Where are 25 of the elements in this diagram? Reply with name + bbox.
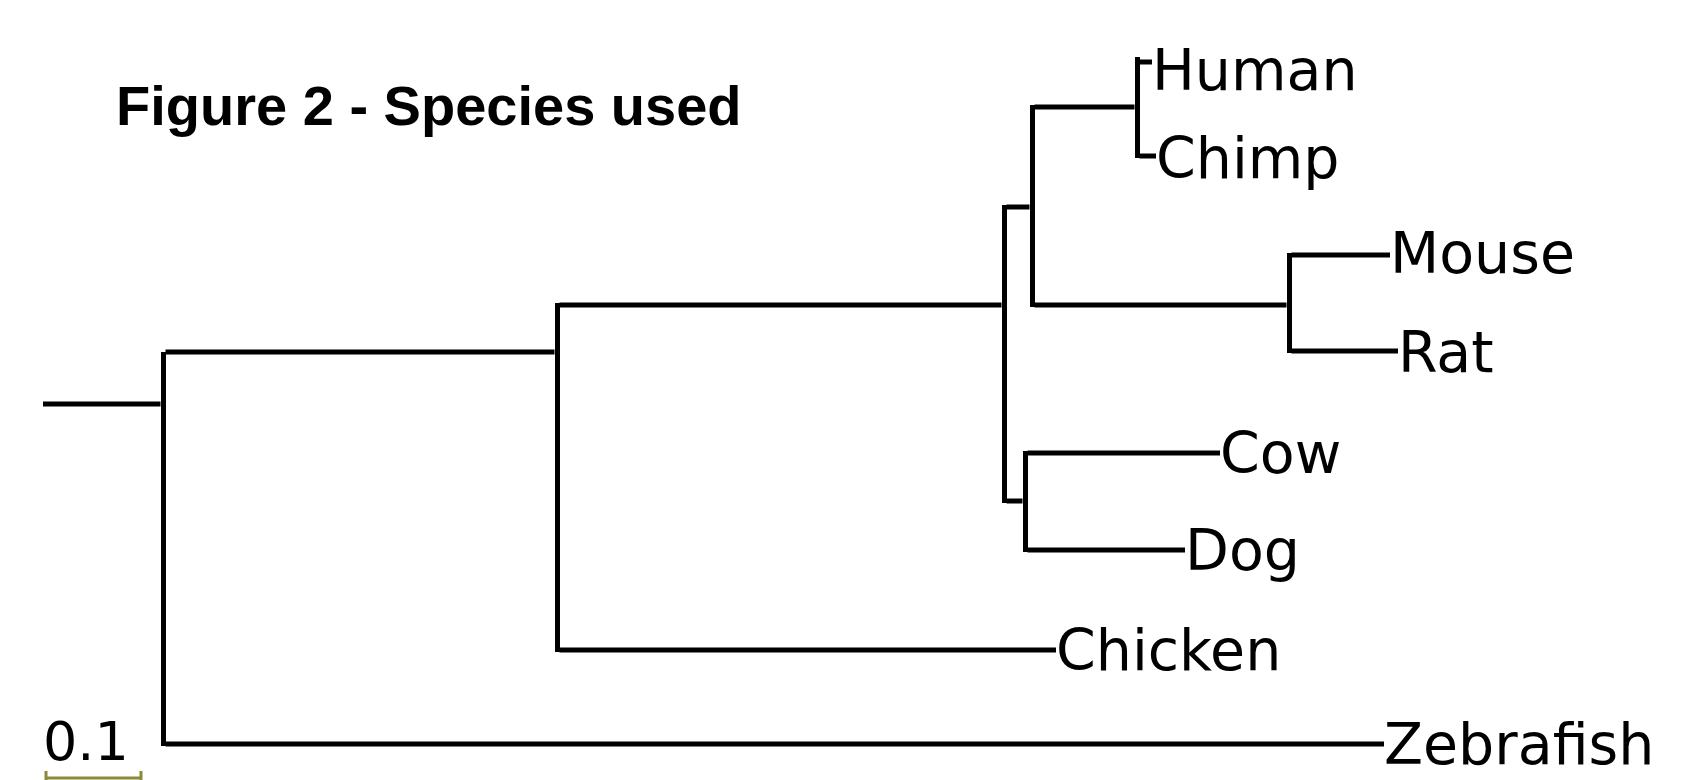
tree-branch bbox=[559, 647, 1056, 653]
species-label: Human bbox=[1152, 38, 1358, 102]
tree-branch bbox=[1291, 348, 1398, 354]
tree-branch bbox=[43, 401, 161, 407]
tree-branch bbox=[1006, 204, 1030, 210]
species-label: Dog bbox=[1185, 518, 1300, 582]
species-label: Rat bbox=[1398, 320, 1494, 384]
species-label: Mouse bbox=[1390, 221, 1575, 285]
tree-branch bbox=[1034, 302, 1287, 308]
tree-branch bbox=[1034, 104, 1135, 110]
tree-branch bbox=[1027, 450, 1220, 456]
tree-branch bbox=[1139, 59, 1152, 65]
species-label: Chicken bbox=[1056, 618, 1282, 682]
scale-label: 0.1 bbox=[43, 712, 129, 772]
tree-branch bbox=[1291, 252, 1390, 258]
species-label: Chimp bbox=[1156, 126, 1340, 190]
tree-branch bbox=[1006, 498, 1023, 504]
species-label: Cow bbox=[1220, 421, 1342, 485]
tree-branch bbox=[1139, 153, 1156, 159]
tree-branch bbox=[165, 349, 555, 355]
tree-branch bbox=[1027, 547, 1185, 553]
tree-branch bbox=[559, 302, 1002, 308]
figure-title: Figure 2 - Species used bbox=[116, 74, 742, 138]
species-label: Zebrafish bbox=[1384, 712, 1655, 776]
tree-branch bbox=[165, 741, 1384, 747]
